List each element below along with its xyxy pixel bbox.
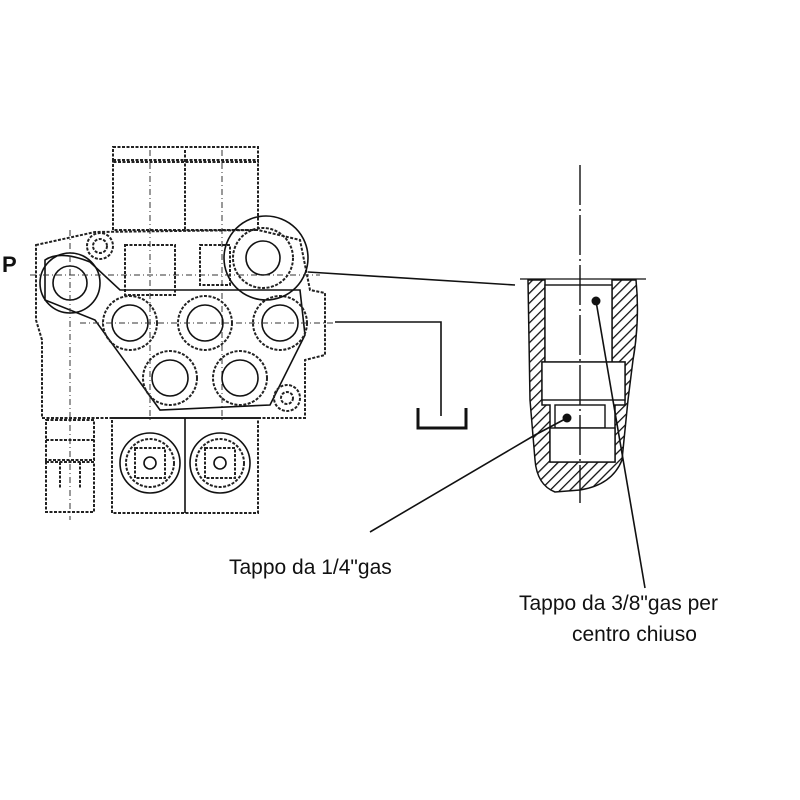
plug-three-eighths-label-2: centro chiuso: [572, 623, 697, 646]
detail-callout-circle: [223, 215, 309, 301]
leader-plug-3-8: [595, 300, 646, 589]
port-p-label: P: [2, 252, 17, 277]
port-circles: [39, 227, 308, 412]
valve-body: [30, 146, 335, 520]
tank-line: [335, 321, 442, 416]
plug-section-detail: [520, 165, 646, 503]
leader-plug-1-4: [369, 417, 568, 533]
tank-symbol: [416, 408, 468, 430]
plug-three-eighths-label-1: Tappo da 3/8"gas per: [519, 592, 718, 615]
plug-quarter-label: Tappo da 1/4"gas: [229, 556, 392, 579]
detail-leader-line: [307, 271, 516, 286]
